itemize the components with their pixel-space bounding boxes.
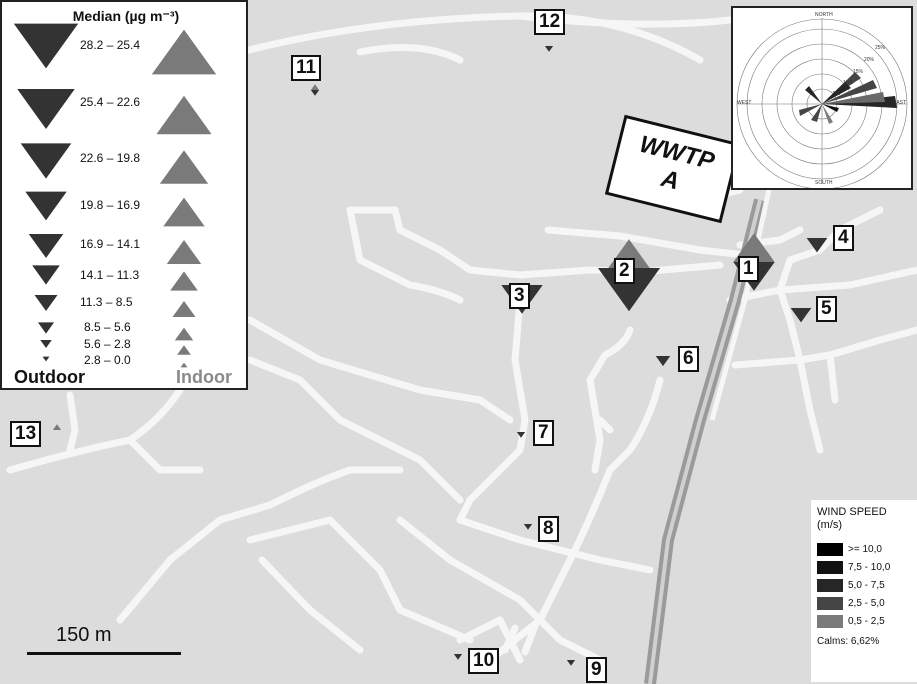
site-label-9: 9 [586, 657, 607, 683]
legend-indoor-symbol-6 [170, 271, 198, 291]
site-2-outdoor-marker [597, 268, 661, 312]
legend-range-3: 22.6 – 19.8 [80, 151, 141, 165]
wind-speed-swatch-3 [817, 579, 843, 592]
wind-speed-swatch-4 [817, 597, 843, 610]
site-11-outdoor-marker [310, 90, 320, 96]
wind-speed-title: WIND SPEED [817, 506, 887, 518]
legend-range-9: 5.6 – 2.8 [84, 337, 131, 351]
site-label-3: 3 [509, 283, 530, 309]
legend-range-6: 14.1 – 11.3 [80, 268, 140, 282]
legend-indoor-symbol-7 [172, 301, 196, 317]
legend-outdoor-symbol-6 [32, 265, 60, 285]
site-label-4: 4 [833, 225, 854, 251]
legend-indoor-symbol-2 [156, 95, 212, 135]
legend-indoor-symbol-8 [174, 327, 194, 341]
site-label-12: 12 [534, 9, 566, 35]
legend-outdoor-symbol-10 [42, 356, 50, 362]
wind-speed-class-3: 5,0 - 7,5 [817, 579, 911, 592]
rose-ring-15: 15% [853, 69, 864, 75]
legend-outdoor-symbol-3 [20, 143, 72, 179]
wind-calms: Calms: 6,62% [817, 636, 880, 647]
site-5-outdoor-marker [790, 308, 812, 323]
rose-east-label: EAST [893, 100, 907, 106]
wind-speed-label-5: 0,5 - 2,5 [848, 616, 885, 627]
wind-speed-swatch-5 [817, 615, 843, 628]
site-11-indoor-marker [310, 84, 320, 90]
scale-label: 150 m [56, 624, 112, 646]
site-label-8: 8 [538, 516, 559, 542]
site-label-2: 2 [614, 258, 635, 284]
legend-range-2: 25.4 – 22.6 [80, 95, 141, 109]
site-6-outdoor-marker [655, 356, 671, 367]
wind-speed-unit: (m/s) [817, 519, 843, 531]
legend-outdoor-symbol-5 [28, 234, 64, 258]
rose-ring-20: 20% [864, 57, 875, 63]
site-9-outdoor-marker [566, 660, 576, 666]
site-label-7: 7 [533, 420, 554, 446]
wind-speed-label-2: 7,5 - 10,0 [848, 562, 891, 573]
legend-indoor-symbol-9 [177, 345, 191, 355]
legend-outdoor-symbol-1 [13, 23, 79, 69]
site-label-1: 1 [738, 256, 759, 282]
legend-outdoor-symbol-4 [25, 191, 67, 221]
site-label-5: 5 [816, 296, 837, 322]
legend-range-7: 11.3 – 8.5 [80, 295, 133, 309]
wind-speed-label-1: >= 10,0 [848, 544, 882, 555]
legend-range-1: 28.2 – 25.4 [80, 38, 141, 52]
legend-range-8: 8.5 – 5.6 [84, 320, 131, 334]
rose-west-label: WEST [737, 100, 752, 106]
wind-speed-swatch-2 [817, 561, 843, 574]
site-10-outdoor-marker [453, 654, 463, 660]
wind-speed-label-3: 5,0 - 7,5 [848, 580, 885, 591]
wind-speed-label-4: 2,5 - 5,0 [848, 598, 885, 609]
legend-indoor-label: Indoor [176, 367, 232, 387]
legend-indoor-symbol-3 [159, 150, 209, 184]
legend-outdoor-symbol-9 [40, 340, 52, 348]
wind-speed-class-2: 7,5 - 10,0 [817, 561, 911, 574]
legend-indoor-symbol-5 [166, 240, 202, 264]
site-4-outdoor-marker [806, 238, 828, 253]
rose-ring-5: 5% [833, 91, 841, 97]
site-8-outdoor-marker [523, 524, 533, 530]
site-label-6: 6 [678, 346, 699, 372]
site-1-indoor-marker [733, 233, 775, 262]
scale-bar [27, 652, 181, 655]
road-network [6, 12, 917, 664]
wind-speed-swatch-1 [817, 543, 843, 556]
legend-symbols [13, 23, 217, 368]
wind-speed-class-1: >= 10,0 [817, 543, 911, 556]
wind-rose: NORTH SOUTH EAST WEST 5% 10% 15% 20% 25% [731, 6, 913, 190]
site-7-outdoor-marker [516, 432, 526, 438]
rose-ring-10: 10% [843, 80, 854, 86]
legend-title: Median (µg m⁻³) [72, 8, 180, 24]
legend-outdoor-symbol-7 [34, 295, 58, 311]
rose-south-label: SOUTH [815, 180, 833, 186]
legend-outdoor-label: Outdoor [14, 367, 85, 387]
legend-indoor-symbol-1 [151, 29, 217, 75]
site-label-13: 13 [10, 421, 42, 447]
rose-ring-25: 25% [875, 45, 886, 51]
legend-range-5: 16.9 – 14.1 [80, 237, 141, 251]
wind-rose-plot [736, 18, 908, 188]
legend-indoor-symbol-10 [180, 362, 188, 368]
legend-range-4: 19.8 – 16.9 [80, 198, 141, 212]
site-12-outdoor-marker [544, 46, 554, 52]
site-label-10: 10 [468, 648, 500, 674]
site-label-11: 11 [291, 55, 322, 81]
legend-outdoor-symbol-8 [37, 322, 55, 334]
wind-speed-class-5: 0,5 - 2,5 [817, 615, 911, 628]
rose-north-label: NORTH [815, 12, 833, 18]
median-legend: Median (µg m⁻³) 28.2 – 25.4 25.4 – 22.6 … [0, 0, 248, 390]
wind-speed-class-4: 2,5 - 5,0 [817, 597, 911, 610]
legend-range-10: 2.8 – 0.0 [84, 353, 131, 367]
legend-outdoor-symbol-2 [17, 89, 75, 129]
wind-speed-legend: WIND SPEED (m/s) >= 10,0 7,5 - 10,0 5,0 … [811, 500, 917, 682]
legend-indoor-symbol-4 [163, 197, 205, 227]
site-13-indoor-marker [52, 424, 62, 430]
